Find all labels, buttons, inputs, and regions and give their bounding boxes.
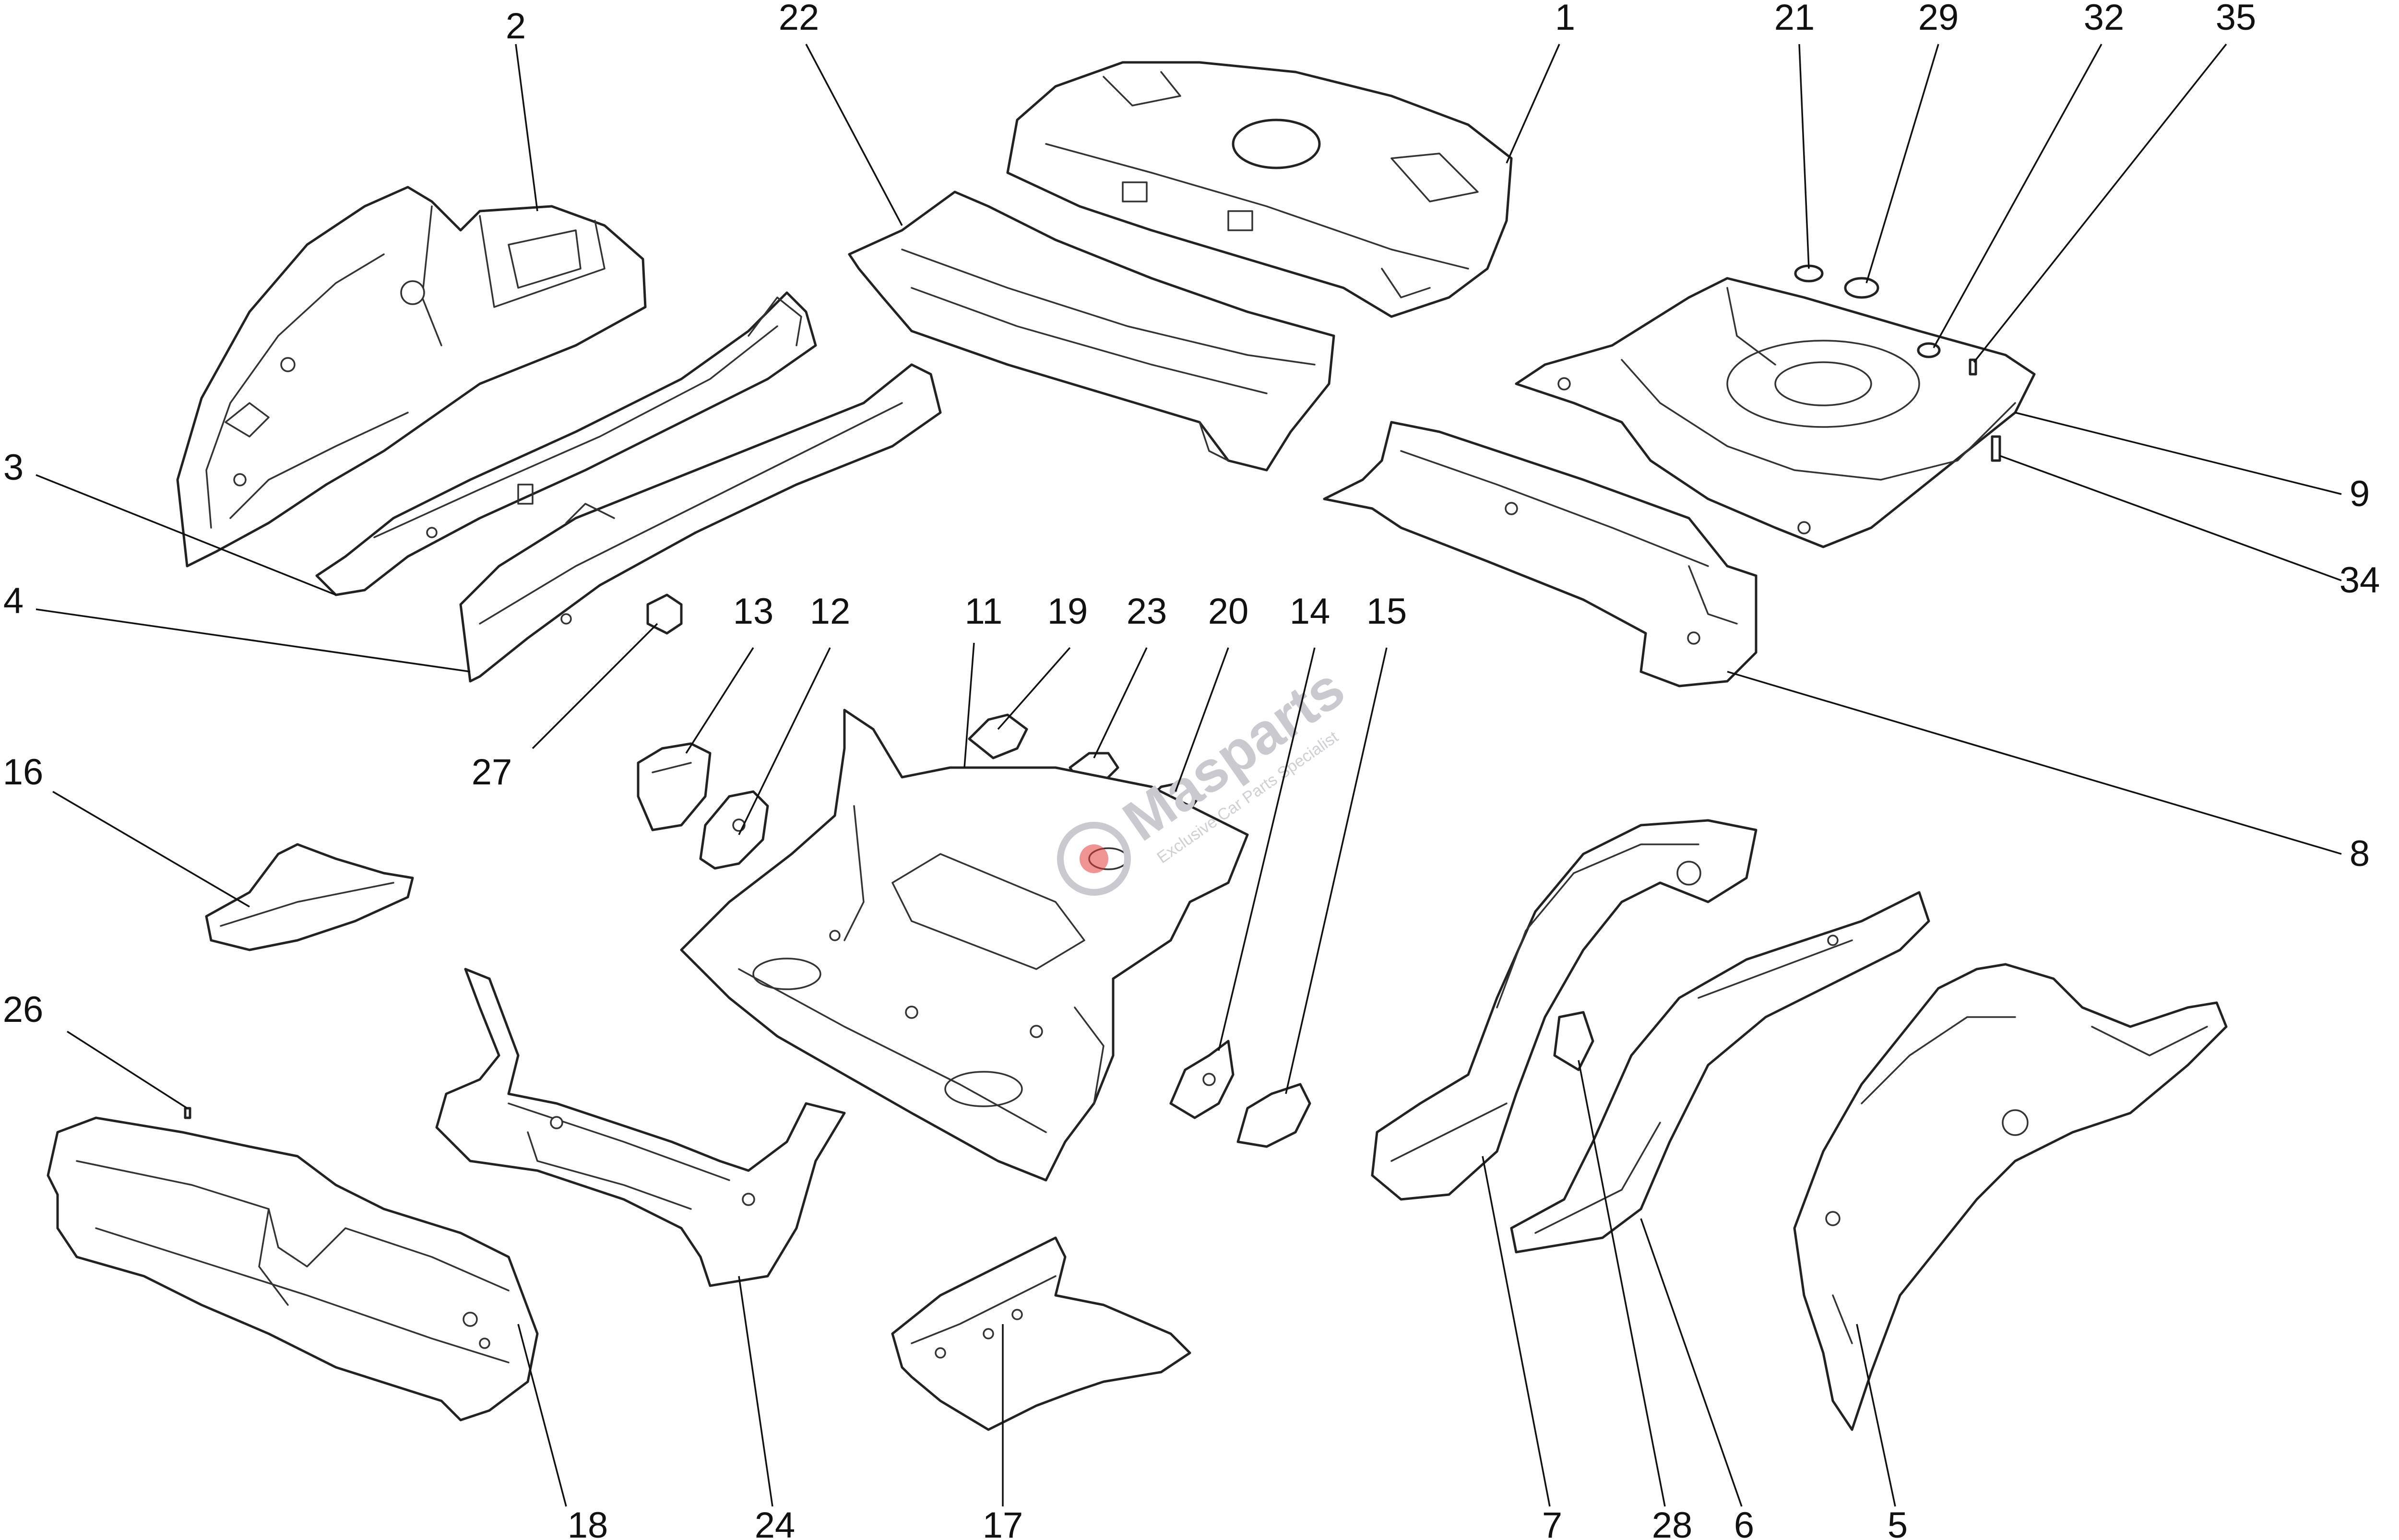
callout-6: 6	[1734, 1505, 1754, 1540]
part-6-right-longitudinal	[1510, 891, 1930, 1254]
callout-21: 21	[1774, 0, 1815, 38]
part-8-rear-rail	[1323, 421, 1758, 687]
callout-5: 5	[1888, 1505, 1908, 1540]
callout-18: 18	[568, 1505, 608, 1540]
callout-1: 1	[1555, 0, 1575, 38]
part-32-grommet	[1917, 342, 1941, 358]
part-18-tunnel-section	[47, 1116, 539, 1422]
part-19-bracket	[968, 713, 1028, 759]
callout-4: 4	[3, 580, 24, 621]
callout-35: 35	[2216, 0, 2256, 38]
part-34-fastener	[1991, 435, 2001, 462]
callout-9: 9	[2350, 474, 2370, 514]
part-3-left-longitudinal	[315, 291, 817, 596]
callout-23: 23	[1127, 591, 1167, 632]
callout-labels: 1 2 3 4 5 6 7 8 9 11 12 13 14 15 16 17 1…	[3, 0, 2380, 1540]
part-7-right-wheelarch-outer	[1371, 819, 1758, 1201]
callout-32: 32	[2084, 0, 2125, 38]
callout-7: 7	[1542, 1505, 1562, 1540]
part-35-fastener	[1969, 358, 1977, 376]
part-2-left-wheelhouse	[176, 186, 647, 568]
callout-29: 29	[1918, 0, 1959, 38]
part-28-bracket	[1553, 1011, 1594, 1071]
part-17-tunnel-rear	[891, 1236, 1191, 1431]
callout-13: 13	[733, 591, 774, 632]
callout-12: 12	[810, 591, 851, 632]
callout-27: 27	[472, 752, 512, 793]
callout-26: 26	[3, 989, 44, 1030]
part-26-stud	[184, 1107, 191, 1119]
leader-lines	[36, 43, 2342, 1507]
part-13-bracket	[637, 742, 712, 831]
part-29-grommet	[1844, 277, 1879, 299]
part-4-left-longitudinal-lower	[459, 363, 942, 683]
callout-17: 17	[983, 1505, 1023, 1540]
part-14-bracket	[1169, 1040, 1235, 1119]
callout-34: 34	[2340, 560, 2380, 601]
callout-16: 16	[3, 752, 44, 793]
callout-2: 2	[506, 6, 526, 47]
callout-14: 14	[1290, 591, 1330, 632]
callout-19: 19	[1047, 591, 1088, 632]
part-22-rear-crossmember	[848, 190, 1335, 472]
callout-15: 15	[1366, 591, 1407, 632]
part-1-parcel-shelf	[1006, 61, 1513, 318]
callout-3: 3	[3, 447, 24, 488]
part-24-central-crossmember	[435, 968, 846, 1287]
callout-11: 11	[965, 591, 1003, 632]
part-12-bracket	[699, 790, 769, 870]
part-15-bracket	[1236, 1083, 1311, 1148]
part-27-clip	[646, 593, 683, 635]
part-5-right-wheelhouse	[1793, 963, 2228, 1431]
callout-8: 8	[2350, 833, 2370, 874]
callout-20: 20	[1208, 591, 1249, 632]
callout-22: 22	[779, 0, 819, 38]
callout-28: 28	[1652, 1505, 1693, 1540]
callout-24: 24	[755, 1505, 796, 1540]
part-16-crossmember	[205, 843, 414, 951]
